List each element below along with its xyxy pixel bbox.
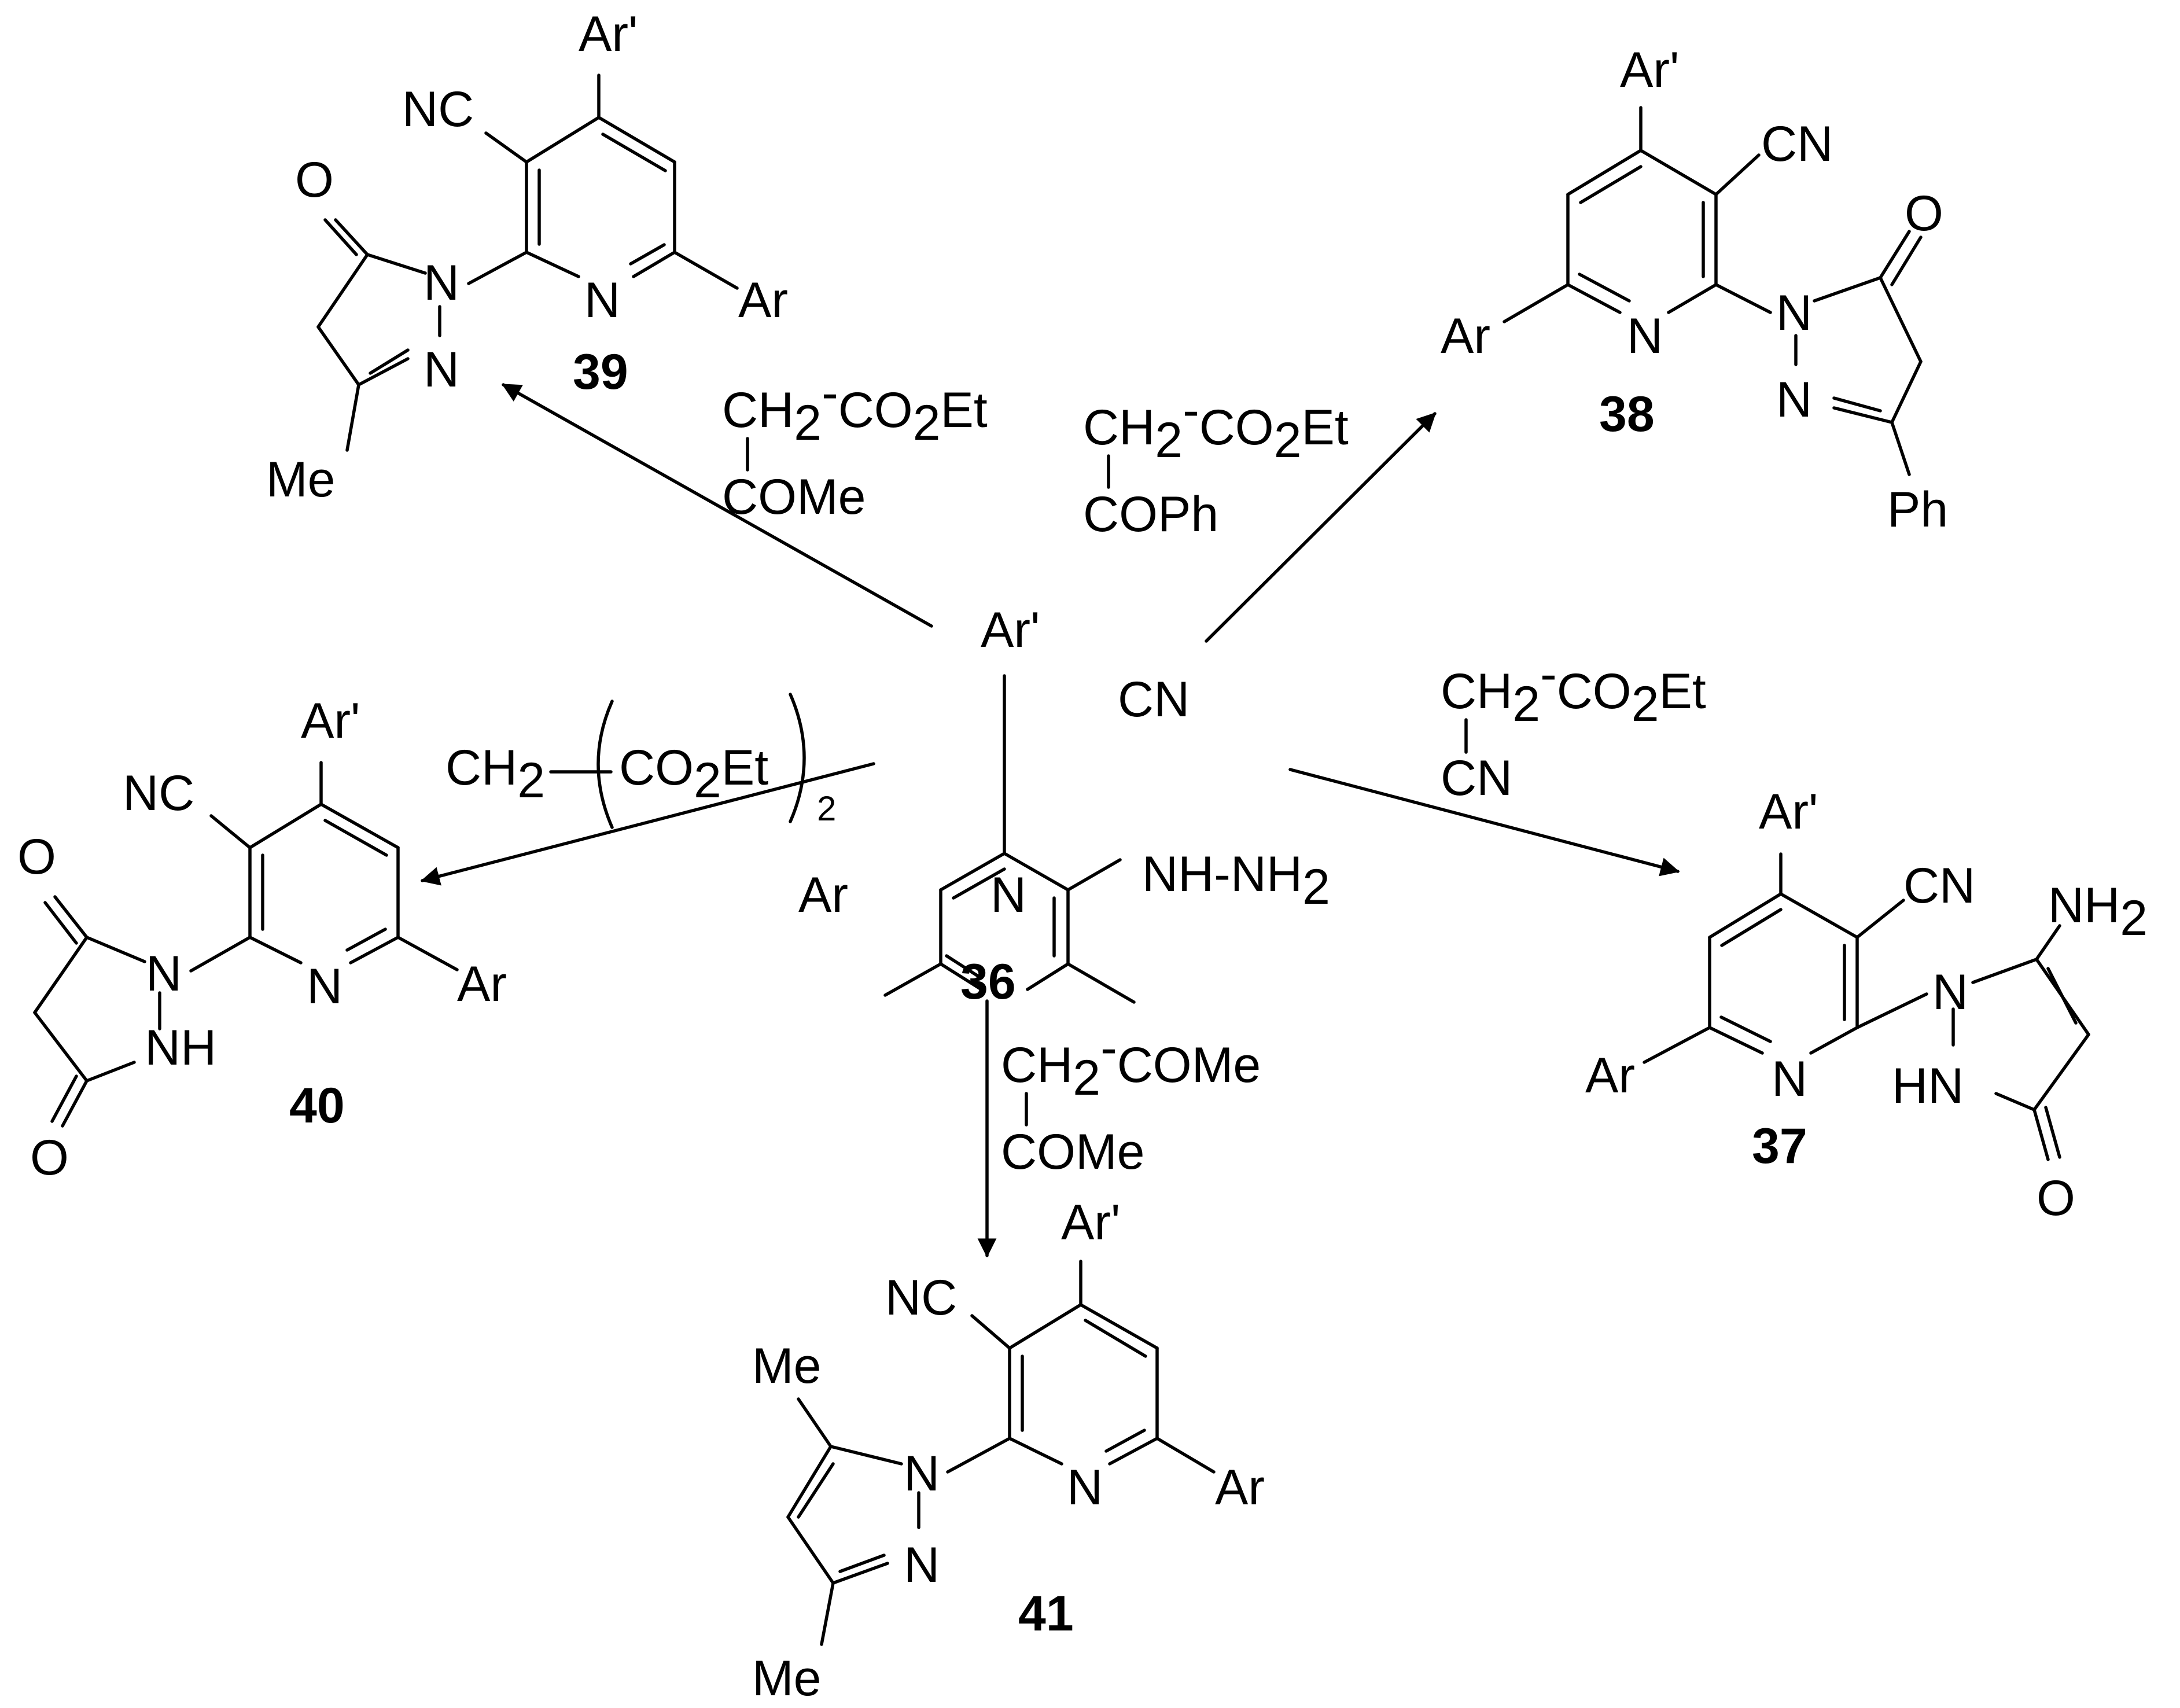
c39-ar-prime: Ar' — [579, 6, 638, 62]
c39-n1: N — [424, 255, 459, 311]
svg-text:CO2Et: CO2Et — [619, 740, 768, 808]
reagent-to-40: CH2 CO2Et 2 — [445, 693, 836, 829]
compound-39: Ar' NC N Ar O N N Me 39 — [266, 6, 788, 507]
reagent-to-37: CH2-CO2Et CN — [1441, 646, 1706, 806]
compound-37: Ar' CN N Ar N HN O NH2 37 — [1585, 784, 2148, 1226]
c37-amino: NH2 — [2048, 878, 2148, 946]
c36-hydrazine: NH-NH2 — [1142, 846, 1330, 915]
svg-text:CH2: CH2 — [445, 740, 545, 808]
svg-text:2: 2 — [817, 789, 836, 828]
c41-ar-prime: Ar' — [1061, 1195, 1120, 1250]
c37-n1: N — [1932, 965, 1968, 1020]
reagent-to-39: CH2-CO2Et COMe — [722, 365, 988, 525]
c38-n1: N — [1776, 285, 1812, 341]
arrow-to-40 — [420, 762, 875, 886]
c40-ar: Ar — [457, 956, 507, 1012]
c38-n2: N — [1776, 372, 1812, 428]
svg-text:CN: CN — [1441, 750, 1512, 806]
c41-number: 41 — [1018, 1586, 1074, 1641]
c38-ph: Ph — [1887, 482, 1948, 538]
compound-38: Ar' CN N Ar O N N Ph 38 — [1441, 42, 1948, 538]
compound-36: Ar' CN N Ar NH-NH2 36 — [798, 602, 1330, 1010]
c40-n1: N — [146, 946, 182, 1002]
arrow-to-39 — [502, 383, 933, 628]
c36-ar-prime: Ar' — [981, 602, 1040, 658]
c38-cn: CN — [1761, 116, 1833, 172]
c41-ar: Ar — [1215, 1460, 1265, 1515]
c39-cn: NC — [402, 82, 474, 137]
c36-ar: Ar — [798, 867, 848, 923]
c39-me: Me — [266, 452, 335, 507]
compound-41: Ar' NC N Ar Me N N Me 41 — [752, 1195, 1265, 1706]
c37-cn: CN — [1903, 858, 1975, 914]
svg-text:CH2-CO2Et: CH2-CO2Et — [1441, 646, 1706, 732]
arrow-to-38 — [1205, 412, 1437, 643]
c40-oxo-bottom: O — [30, 1130, 69, 1186]
c41-cn: NC — [885, 1270, 957, 1326]
c40-cn: NC — [123, 765, 194, 821]
c36-ring-n: N — [990, 867, 1026, 923]
c39-number: 39 — [573, 344, 628, 400]
svg-text:COMe: COMe — [1001, 1124, 1144, 1180]
c39-n2: N — [424, 342, 459, 397]
compound-40: Ar' NC N Ar O N NH O 40 — [17, 693, 507, 1186]
svg-text:CH2-CO2Et: CH2-CO2Et — [1083, 382, 1349, 468]
c40-ar-prime: Ar' — [301, 693, 360, 749]
c38-ring-n: N — [1627, 308, 1663, 364]
c38-number: 38 — [1599, 386, 1655, 442]
c41-me-bottom: Me — [752, 1651, 821, 1706]
c37-ring-n: N — [1772, 1051, 1807, 1107]
c41-n2: N — [904, 1537, 940, 1593]
c39-ar: Ar — [738, 273, 788, 328]
c41-me-top: Me — [752, 1338, 821, 1394]
c40-ring-n: N — [307, 959, 343, 1014]
c38-ar: Ar — [1441, 308, 1490, 364]
c40-number: 40 — [289, 1078, 345, 1133]
c38-oxo: O — [1905, 186, 1943, 241]
c39-oxo: O — [295, 152, 334, 208]
c37-ar-prime: Ar' — [1759, 784, 1818, 840]
arrow-to-37 — [1288, 768, 1680, 877]
svg-text:CH2-CO2Et: CH2-CO2Et — [722, 365, 988, 451]
reagent-to-41: CH2-COMe COMe — [1001, 1020, 1261, 1180]
svg-text:COMe: COMe — [722, 469, 866, 525]
c39-ring-n: N — [584, 273, 620, 328]
svg-text:COPh: COPh — [1083, 487, 1218, 542]
reagent-to-38: CH2-CO2Et COPh — [1083, 382, 1349, 542]
c40-nh: NH — [145, 1020, 216, 1076]
c41-ring-n: N — [1067, 1460, 1103, 1515]
c37-hn: HN — [1892, 1058, 1964, 1114]
c37-ar: Ar — [1585, 1048, 1635, 1103]
c41-n1: N — [904, 1446, 940, 1501]
c37-number: 37 — [1752, 1118, 1807, 1174]
svg-text:CH2-COMe: CH2-COMe — [1001, 1020, 1261, 1106]
c40-oxo-top: O — [17, 829, 56, 885]
c38-ar-prime: Ar' — [1620, 42, 1679, 98]
c37-oxo: O — [2037, 1170, 2075, 1226]
c36-cn: CN — [1118, 672, 1190, 727]
